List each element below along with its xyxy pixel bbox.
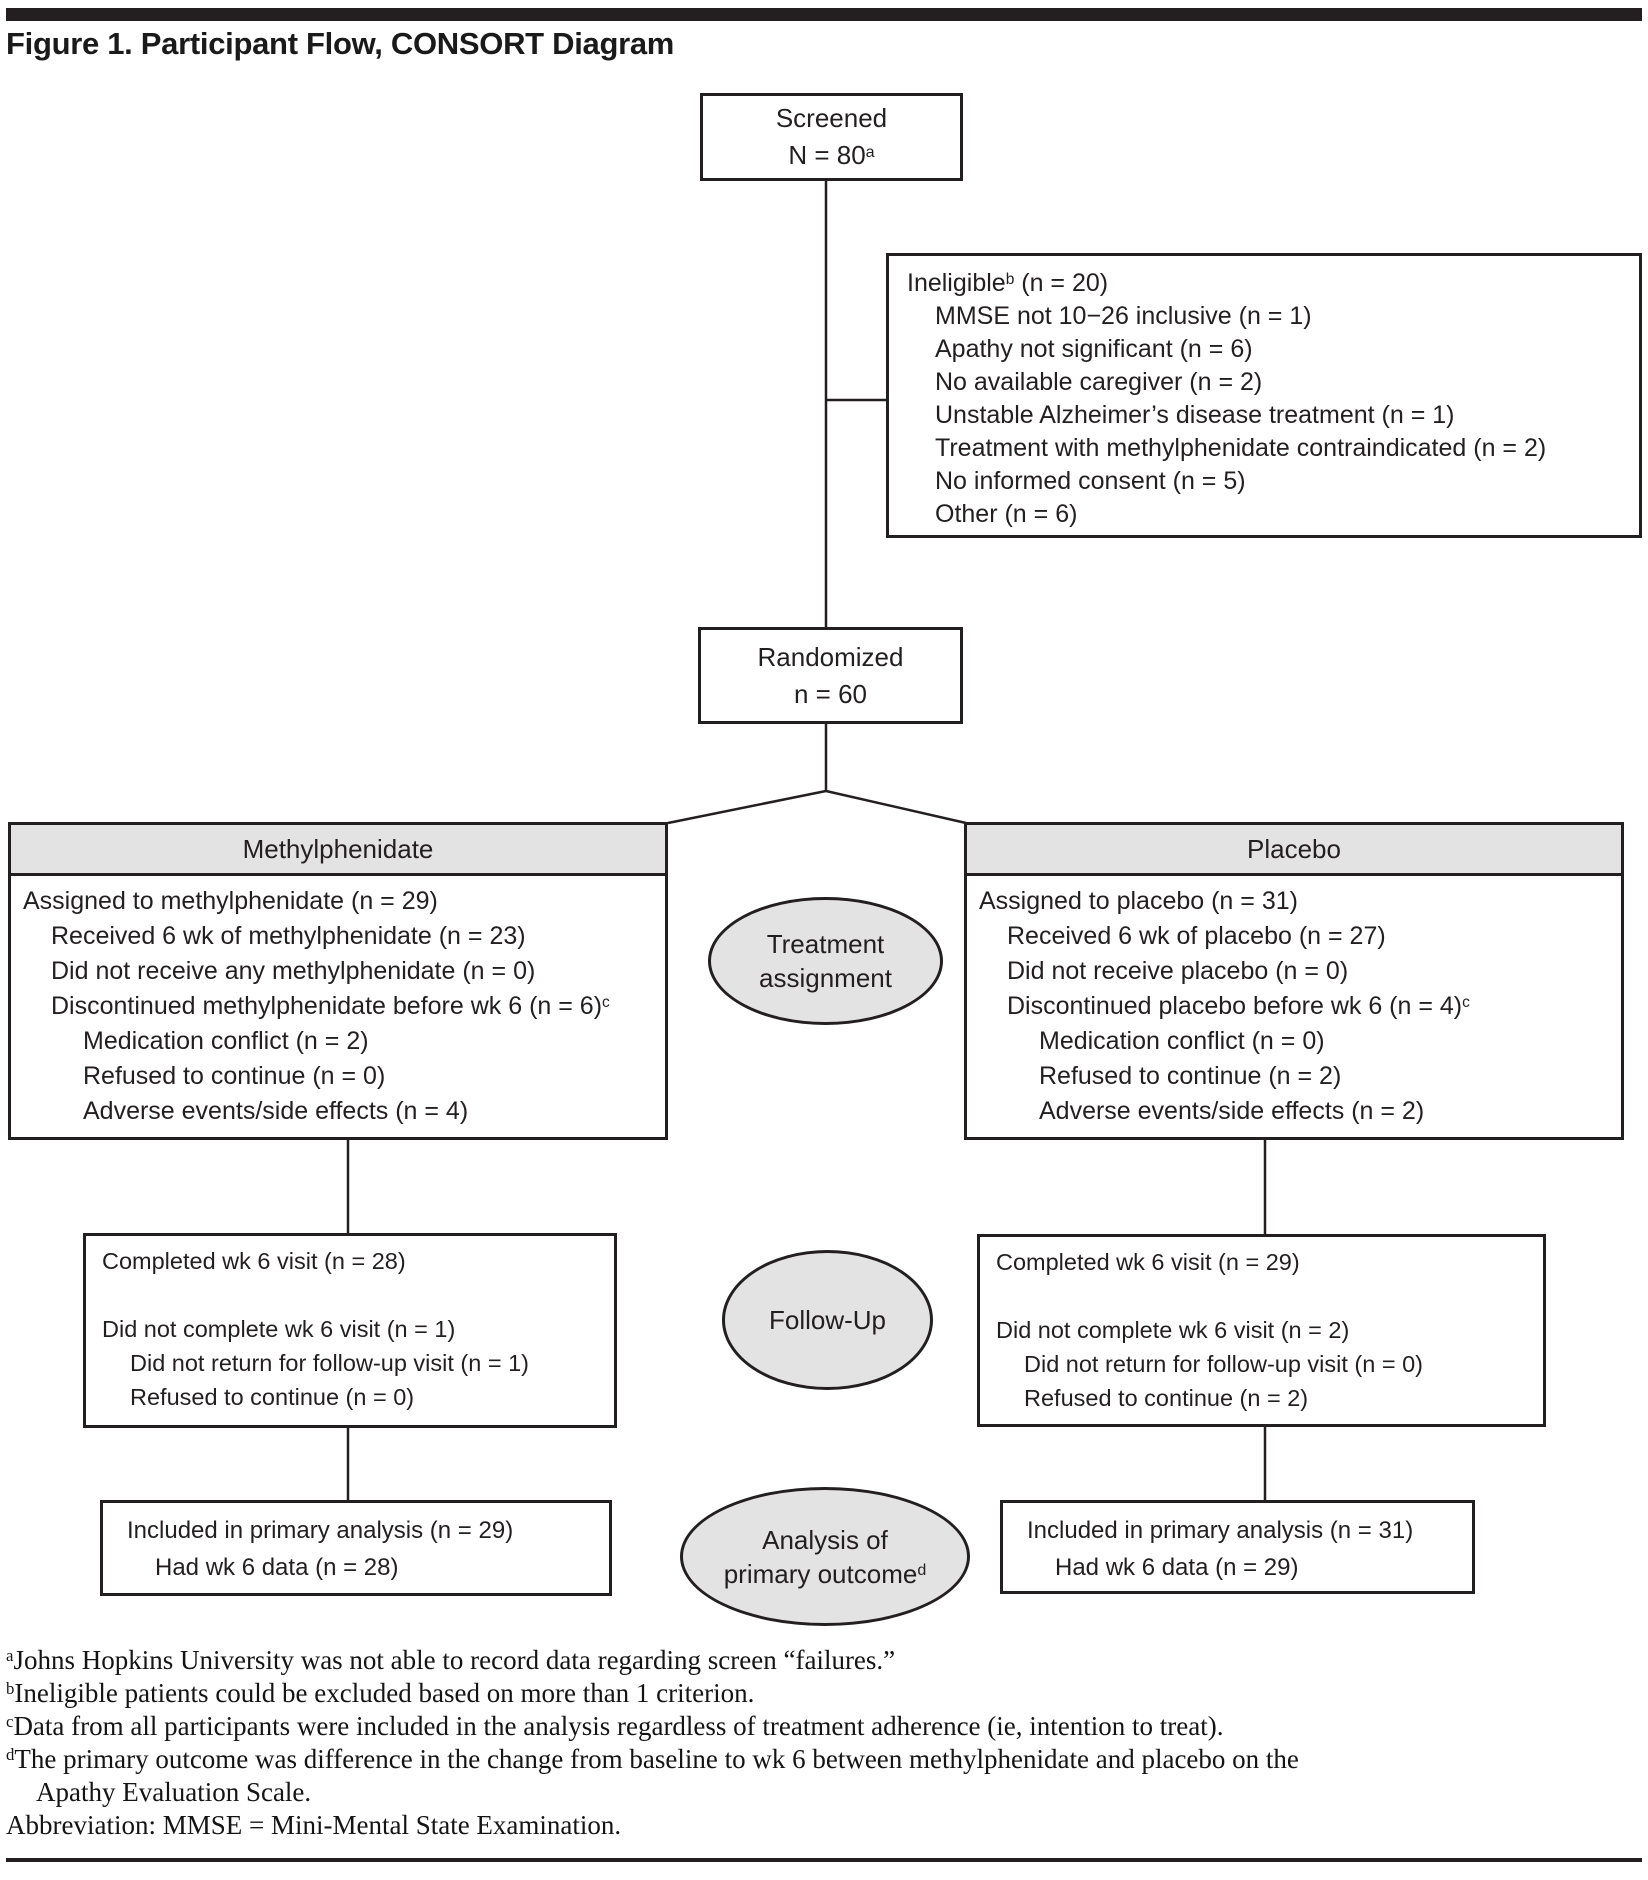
analysis-ellipse: Analysis of primary outcomed <box>680 1487 970 1626</box>
ineligible-item: Apathy not significant (n = 6) <box>935 335 1253 363</box>
footnote-marker-b: b <box>1005 271 1015 289</box>
arm-line: Adverse events/side effects (n = 4) <box>83 1097 469 1125</box>
ineligible-item: No available caregiver (n = 2) <box>935 368 1263 396</box>
footnote-marker-d: d <box>917 1561 927 1580</box>
footnote-c: cData from all participants were include… <box>6 1711 1224 1741</box>
arm-line: Received 6 wk of methylphenidate (n = 23… <box>51 922 526 950</box>
figure-title: Figure 1. Participant Flow, CONSORT Diag… <box>6 26 675 61</box>
stage-label: primary outcomed <box>723 1558 927 1589</box>
arm-line: Assigned to methylphenidate (n = 29) <box>23 887 438 915</box>
arm-line: Received 6 wk of placebo (n = 27) <box>1007 922 1386 950</box>
stage-label: Follow-Up <box>768 1305 887 1335</box>
analysis-left-body: Included in primary analysis (n = 29) Ha… <box>103 1503 609 1586</box>
footnote-marker-c: c <box>1462 994 1470 1012</box>
followup-line: Did not complete wk 6 visit (n = 1) <box>102 1316 456 1342</box>
followup-line: Did not return for follow-up visit (n = … <box>1024 1351 1424 1377</box>
ineligible-box: Ineligibleb (n = 20) MMSE not 10−26 incl… <box>886 253 1642 538</box>
methylphenidate-arm-box: Methylphenidate Assigned to methylphenid… <box>8 822 668 1140</box>
placebo-arm-header: Placebo <box>967 825 1621 876</box>
footnote-d-continuation: Apathy Evaluation Scale. <box>36 1777 312 1807</box>
top-rule <box>6 8 1642 21</box>
footnote-marker-d: d <box>6 1745 15 1765</box>
followup-left-body: Completed wk 6 visit (n = 28) Did not co… <box>86 1236 614 1414</box>
followup-ellipse: Follow-Up <box>722 1250 933 1390</box>
analysis-line: Had wk 6 data (n = 29) <box>1055 1554 1299 1581</box>
analysis-line: Had wk 6 data (n = 28) <box>155 1554 399 1581</box>
followup-line: Refused to continue (n = 2) <box>1024 1385 1309 1411</box>
ineligible-item: No informed consent (n = 5) <box>935 467 1246 495</box>
followup-line: Completed wk 6 visit (n = 29) <box>996 1249 1300 1275</box>
followup-right-body: Completed wk 6 visit (n = 29) Did not co… <box>980 1237 1543 1415</box>
followup-line: Did not return for follow-up visit (n = … <box>130 1350 530 1376</box>
followup-line <box>996 1279 1527 1313</box>
ineligible-body: Ineligibleb (n = 20) MMSE not 10−26 incl… <box>889 256 1639 531</box>
stage-label: Treatment <box>766 929 885 959</box>
arm-line: Medication conflict (n = 0) <box>1039 1027 1325 1055</box>
arm-line: Discontinued methylphenidate before wk 6… <box>51 992 610 1020</box>
placebo-arm-body: Assigned to placebo (n = 31) Received 6 … <box>967 876 1621 1129</box>
ineligible-item: Unstable Alzheimer’s disease treatment (… <box>935 401 1455 429</box>
screened-label: Screened <box>775 103 888 133</box>
arm-line: Refused to continue (n = 2) <box>1039 1062 1342 1090</box>
footnote-a: aJohns Hopkins University was not able t… <box>6 1645 896 1675</box>
footnote-marker-a: a <box>865 142 875 161</box>
arm-line: Refused to continue (n = 0) <box>83 1062 386 1090</box>
randomized-count: n = 60 <box>793 678 867 709</box>
analysis-line: Included in primary analysis (n = 31) <box>1027 1517 1414 1544</box>
footnotes: aJohns Hopkins University was not able t… <box>6 1644 1642 1842</box>
arm-line: Did not receive any methylphenidate (n =… <box>51 957 536 985</box>
screened-count: N = 80a <box>788 140 875 170</box>
footnote-b: bIneligible patients could be excluded b… <box>6 1678 755 1708</box>
followup-right-box: Completed wk 6 visit (n = 29) Did not co… <box>977 1234 1546 1427</box>
analysis-line: Included in primary analysis (n = 29) <box>127 1517 514 1544</box>
connector-split-right-arm <box>825 789 967 825</box>
ineligible-heading: Ineligibleb (n = 20) <box>907 269 1109 297</box>
methylphenidate-arm-header: Methylphenidate <box>11 825 665 876</box>
followup-line: Refused to continue (n = 0) <box>130 1384 415 1410</box>
bottom-rule <box>6 1858 1642 1862</box>
followup-line: Did not complete wk 6 visit (n = 2) <box>996 1317 1350 1343</box>
randomized-box: Randomized n = 60 <box>698 627 963 724</box>
footnote-marker-a: a <box>6 1646 14 1666</box>
connector-split-left-arm <box>667 789 827 825</box>
placebo-arm-box: Placebo Assigned to placebo (n = 31) Rec… <box>964 822 1624 1140</box>
followup-line: Completed wk 6 visit (n = 28) <box>102 1248 406 1274</box>
footnote-d: dThe primary outcome was difference in t… <box>6 1744 1299 1774</box>
arm-line: Discontinued placebo before wk 6 (n = 4)… <box>1007 992 1470 1020</box>
analysis-right-body: Included in primary analysis (n = 31) Ha… <box>1003 1503 1472 1586</box>
arm-line: Adverse events/side effects (n = 2) <box>1039 1097 1425 1125</box>
analysis-right-box: Included in primary analysis (n = 31) Ha… <box>1000 1500 1475 1594</box>
stage-label: assignment <box>759 963 892 993</box>
stage-label: Analysis of <box>762 1524 888 1555</box>
footnote-marker-c: c <box>6 1712 14 1732</box>
ineligible-item: MMSE not 10−26 inclusive (n = 1) <box>935 302 1312 330</box>
methylphenidate-arm-body: Assigned to methylphenidate (n = 29) Rec… <box>11 876 665 1129</box>
ineligible-item: Other (n = 6) <box>935 500 1078 528</box>
arm-line: Assigned to placebo (n = 31) <box>979 887 1298 915</box>
screened-box: Screened N = 80a <box>700 93 963 181</box>
followup-left-box: Completed wk 6 visit (n = 28) Did not co… <box>83 1233 617 1428</box>
followup-line <box>102 1278 598 1312</box>
arm-line: Medication conflict (n = 2) <box>83 1027 369 1055</box>
arm-line: Did not receive placebo (n = 0) <box>1007 957 1349 985</box>
footnote-marker-c: c <box>602 994 610 1012</box>
analysis-left-box: Included in primary analysis (n = 29) Ha… <box>100 1500 612 1596</box>
abbreviation-note: Abbreviation: MMSE = Mini-Mental State E… <box>6 1810 622 1840</box>
treatment-assignment-ellipse: Treatment assignment <box>708 897 943 1025</box>
randomized-label: Randomized <box>757 641 904 672</box>
ineligible-item: Treatment with methylphenidate contraind… <box>935 434 1547 462</box>
footnote-marker-b: b <box>6 1679 15 1699</box>
